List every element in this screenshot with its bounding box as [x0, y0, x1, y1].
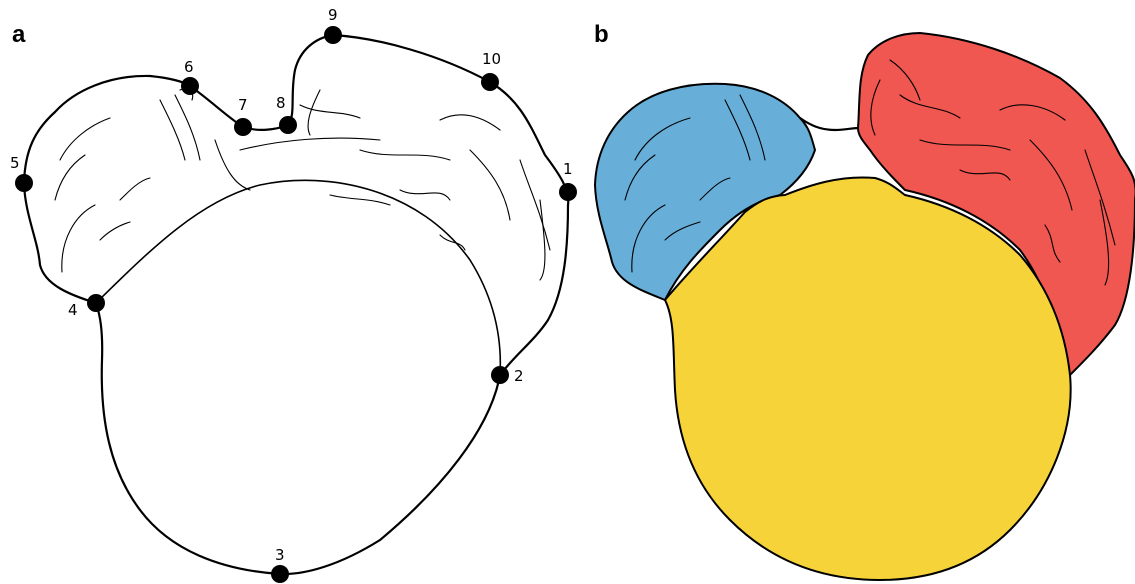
landmark-8-marker [279, 116, 297, 134]
landmark-6-label: 6 [184, 58, 194, 76]
landmark-2-label: 2 [514, 367, 524, 385]
panel-a-outline [22, 33, 570, 576]
landmark-10-marker [481, 73, 499, 91]
panel-a-label: a [12, 21, 26, 48]
landmark-10-label: 10 [482, 50, 501, 68]
landmark-5-marker [15, 174, 33, 192]
landmark-3-label: 3 [275, 546, 285, 564]
region-lower-yellow [664, 176, 1072, 581]
panel-a-inner-boundary [95, 179, 502, 376]
landmark-9-marker [324, 26, 342, 44]
landmark-4-marker [87, 294, 105, 312]
landmark-7-marker [234, 118, 252, 136]
panel-a-landmarks: 1 2 3 4 5 6 7 8 9 10 [10, 6, 577, 583]
landmark-4-label: 4 [68, 301, 78, 319]
panel-a: a [10, 6, 577, 583]
landmark-1-marker [559, 183, 577, 201]
landmark-9-label: 9 [328, 6, 338, 24]
panel-b: b [594, 21, 1135, 581]
landmark-3-marker [271, 565, 289, 583]
region-right-red [857, 32, 1135, 376]
landmark-5-label: 5 [10, 154, 20, 172]
landmark-7-label: 7 [238, 96, 248, 114]
landmark-8-label: 8 [276, 94, 286, 112]
panel-b-detail-lines [624, 59, 1116, 286]
panel-a-detail-lines [54, 88, 551, 281]
panel-b-label: b [594, 21, 609, 48]
landmark-2-marker [491, 366, 509, 384]
landmark-6-marker [181, 77, 199, 95]
landmark-1-label: 1 [563, 160, 573, 178]
region-left-blue [594, 82, 816, 301]
panel-b-gap-outline [799, 117, 859, 132]
